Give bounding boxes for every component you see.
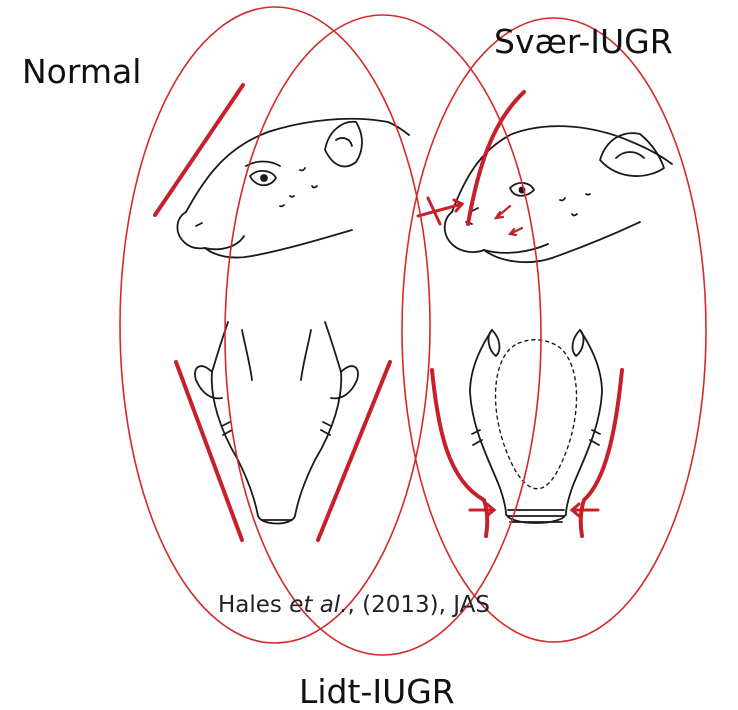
- svaer-iugr-group-ellipse: [402, 18, 706, 642]
- iugr-snout-arrow-icon: [418, 198, 462, 224]
- lidt-iugr-group-ellipse: [225, 15, 541, 655]
- normal-top-right-guide-line: [318, 362, 390, 540]
- normal-group-label: Normal: [22, 52, 141, 91]
- citation-author: Hales: [218, 592, 289, 618]
- iugr-jaw-right-arrow-icon: [572, 504, 598, 516]
- citation-source: , (2013), JAS: [348, 592, 490, 618]
- iugr-mouth-arrow-icon: [496, 206, 522, 235]
- iugr-pig-head-top-icon: [470, 330, 602, 523]
- normal-profile-guide-line: [155, 85, 243, 215]
- pig-head-top-icon: [195, 322, 358, 524]
- iugr-jaw-left-arrow-icon: [470, 504, 494, 516]
- iugr-pig-head-profile-icon: [445, 126, 672, 262]
- pig-head-profile-icon: [177, 119, 409, 258]
- citation-text: Hales et al., (2013), JAS: [218, 592, 490, 618]
- citation-etal: et al.: [289, 592, 347, 618]
- svaer-iugr-group-label: Svær-IUGR: [494, 22, 673, 61]
- lidt-iugr-group-label: Lidt-IUGR: [299, 672, 455, 710]
